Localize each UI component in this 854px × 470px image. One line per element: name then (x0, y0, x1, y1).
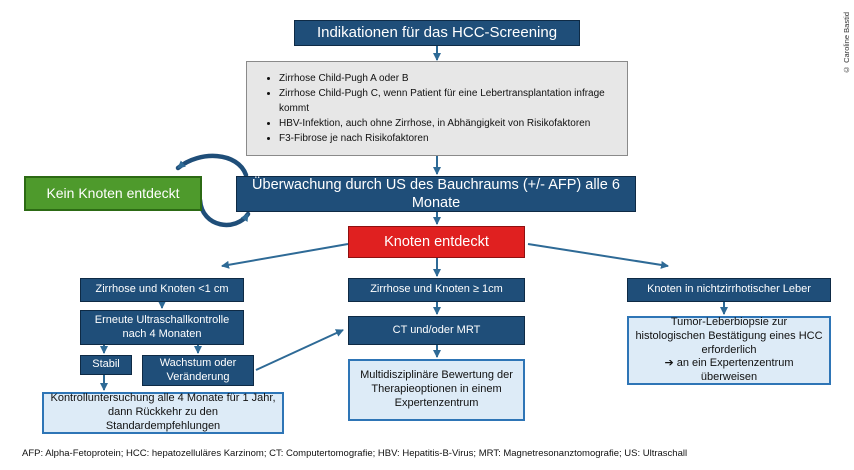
loop-arrow-top (175, 153, 249, 178)
imaging-text: CT und/oder MRT (392, 323, 481, 336)
followup-box: Kontrolluntersuchung alle 4 Monate für 1… (42, 392, 284, 434)
nodule-found-box: Knoten entdeckt (348, 226, 525, 258)
no-nodule-box: Kein Knoten entdeckt (24, 176, 202, 211)
biopsy-text: Tumor-Leberbiopsie zur histologischen Be… (635, 316, 823, 385)
stable-text: Stabil (92, 358, 120, 371)
biopsy-line2: an ein Expertenzentrum überweisen (676, 357, 794, 384)
surveillance-text: Überwachung durch US des Bauchraums (+/-… (252, 176, 620, 211)
biopsy-line1: Tumor-Leberbiopsie zur histologischen Be… (635, 316, 823, 356)
right-branch-text: Knoten in nichtzirrhotischer Leber (647, 283, 811, 296)
recheck-box: Erneute Ultraschallkontrolle nach 4 Mona… (80, 310, 244, 345)
title-box: Indikationen für das HCC-Screening (294, 20, 580, 46)
imaging-box: CT und/oder MRT (348, 316, 525, 345)
arrow-growth-to-imaging (255, 329, 344, 371)
mid-branch-box: Zirrhose und Knoten ≥ 1cm (348, 278, 525, 302)
arrow-nodule-to-right (527, 243, 669, 269)
recheck-text: Erneute Ultraschallkontrolle nach 4 Mona… (94, 313, 230, 340)
criteria-list: Zirrhose Child-Pugh A oder B Zirrhose Ch… (257, 71, 617, 146)
arrow-right-icon: ➔ (664, 357, 674, 370)
nodule-found-text: Knoten entdeckt (384, 233, 489, 250)
title-text: Indikationen für das HCC-Screening (316, 23, 558, 41)
left-branch-text: Zirrhose und Knoten <1 cm (95, 283, 229, 296)
surveillance-box: Überwachung durch US des Bauchraums (+/-… (236, 176, 636, 212)
growth-text: Wachstum oder Veränderung (159, 356, 237, 383)
mid-branch-text: Zirrhose und Knoten ≥ 1cm (370, 283, 503, 296)
criteria-item: HBV-Infektion, auch ohne Zirrhose, in Ab… (279, 116, 617, 131)
biopsy-box: Tumor-Leberbiopsie zur histologischen Be… (627, 316, 831, 385)
abbreviations-footer: AFP: Alpha-Fetoprotein; HCC: hepatozellu… (22, 448, 688, 459)
no-nodule-text: Kein Knoten entdeckt (46, 184, 180, 201)
right-branch-box: Knoten in nichtzirrhotischer Leber (627, 278, 831, 302)
followup-text: Kontrolluntersuchung alle 4 Monate für 1… (50, 392, 276, 432)
copyright-text: © Caroline Bastid (842, 12, 851, 74)
criteria-item: Zirrhose Child-Pugh A oder B (279, 71, 617, 86)
arrow-nodule-to-left (221, 243, 349, 269)
mdt-box: Multidisziplinäre Bewertung der Therapie… (348, 359, 525, 421)
growth-box: Wachstum oder Veränderung (142, 355, 254, 386)
criteria-item: Zirrhose Child-Pugh C, wenn Patient für … (279, 86, 617, 116)
criteria-item: F3-Fibrose je nach Risikofaktoren (279, 131, 617, 146)
criteria-box: Zirrhose Child-Pugh A oder B Zirrhose Ch… (246, 61, 628, 156)
left-branch-box: Zirrhose und Knoten <1 cm (80, 278, 244, 302)
stable-box: Stabil (80, 355, 132, 375)
mdt-text: Multidisziplinäre Bewertung der Therapie… (360, 369, 513, 409)
